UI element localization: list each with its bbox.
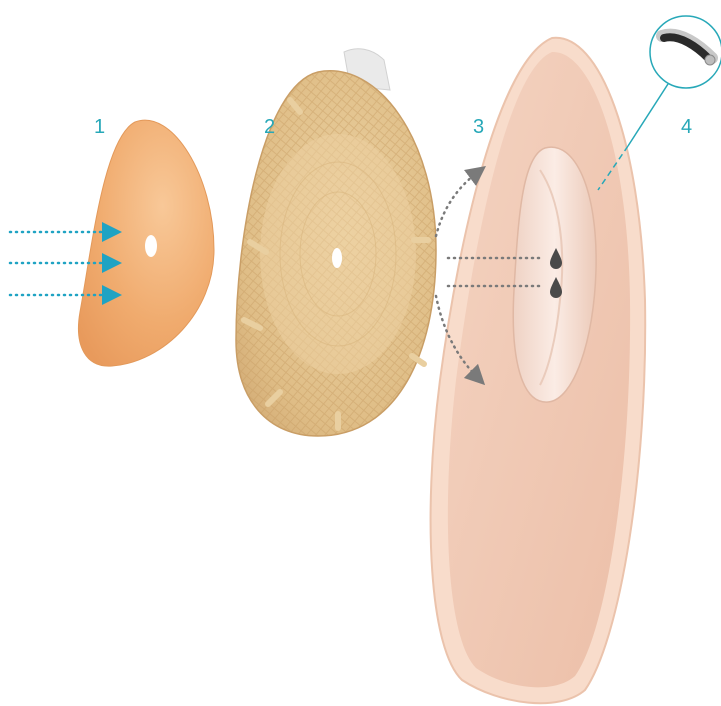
protective-seal-wafer bbox=[78, 120, 214, 366]
step-label-4: 4 bbox=[681, 117, 692, 137]
ostomy-bag bbox=[431, 38, 646, 703]
step-label-1: 1 bbox=[94, 117, 105, 137]
step-label-3: 3 bbox=[473, 117, 484, 137]
baseplate-stoma-hole bbox=[332, 248, 342, 268]
magnified-cross-section-icon bbox=[598, 16, 721, 190]
step-label-2: 2 bbox=[264, 117, 275, 137]
callout-line bbox=[628, 84, 668, 146]
adhesive-baseplate bbox=[236, 49, 436, 436]
wafer-stoma-hole bbox=[145, 235, 157, 257]
